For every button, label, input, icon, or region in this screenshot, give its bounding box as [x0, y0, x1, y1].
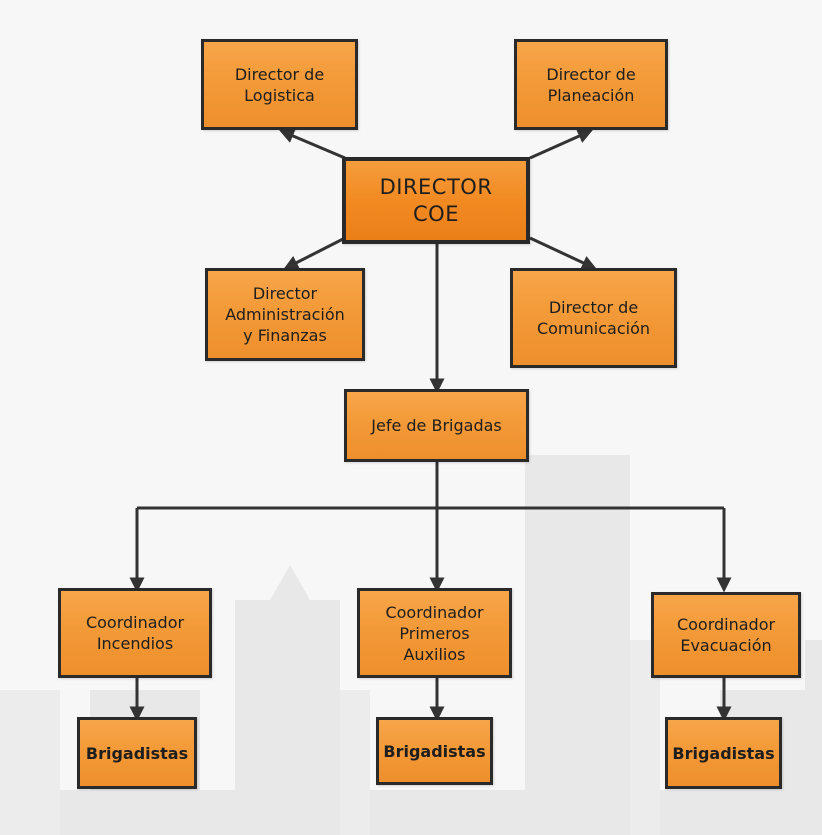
node-director-comunicacion: Director de Comunicación [510, 268, 677, 368]
connector-coe-comunicacion [529, 236, 597, 270]
connector-coe-planeacion [529, 129, 593, 160]
node-brigadistas-incendios: Brigadistas [77, 717, 197, 789]
node-director-planeacion: Director de Planeación [514, 39, 668, 130]
node-label: Coordinador Evacuación [676, 615, 776, 655]
node-label: DIRECTOR COE [379, 174, 493, 226]
node-label: Brigadistas [383, 741, 486, 761]
node-director-admin-finanzas: Director Administración y Finanzas [205, 268, 365, 361]
node-coordinador-evacuacion: Coordinador Evacuación [651, 592, 801, 678]
connector-coe-admin [283, 236, 346, 270]
node-director-logistica: Director de Logistica [201, 39, 358, 130]
node-brigadistas-primeros-auxilios: Brigadistas [376, 717, 493, 785]
node-jefe-brigadas: Jefe de Brigadas [344, 389, 529, 462]
node-coordinador-incendios: Coordinador Incendios [58, 588, 212, 678]
node-director-coe: DIRECTOR COE [342, 157, 530, 244]
node-label: Brigadistas [672, 743, 775, 763]
node-label: Director de Comunicación [536, 298, 651, 338]
node-label: Jefe de Brigadas [371, 416, 502, 435]
node-label: Coordinador Primeros Auxilios [385, 602, 484, 664]
node-label: Coordinador Incendios [85, 613, 185, 653]
node-label: Director de Logistica [234, 64, 325, 105]
node-coordinador-primeros-auxilios: Coordinador Primeros Auxilios [357, 588, 512, 678]
node-brigadistas-evacuacion: Brigadistas [665, 717, 782, 789]
connector-coe-logistica [279, 129, 346, 160]
node-label: Brigadistas [85, 743, 189, 763]
node-label: Director de Planeación [546, 64, 636, 105]
node-label: Director Administración y Finanzas [225, 284, 345, 345]
